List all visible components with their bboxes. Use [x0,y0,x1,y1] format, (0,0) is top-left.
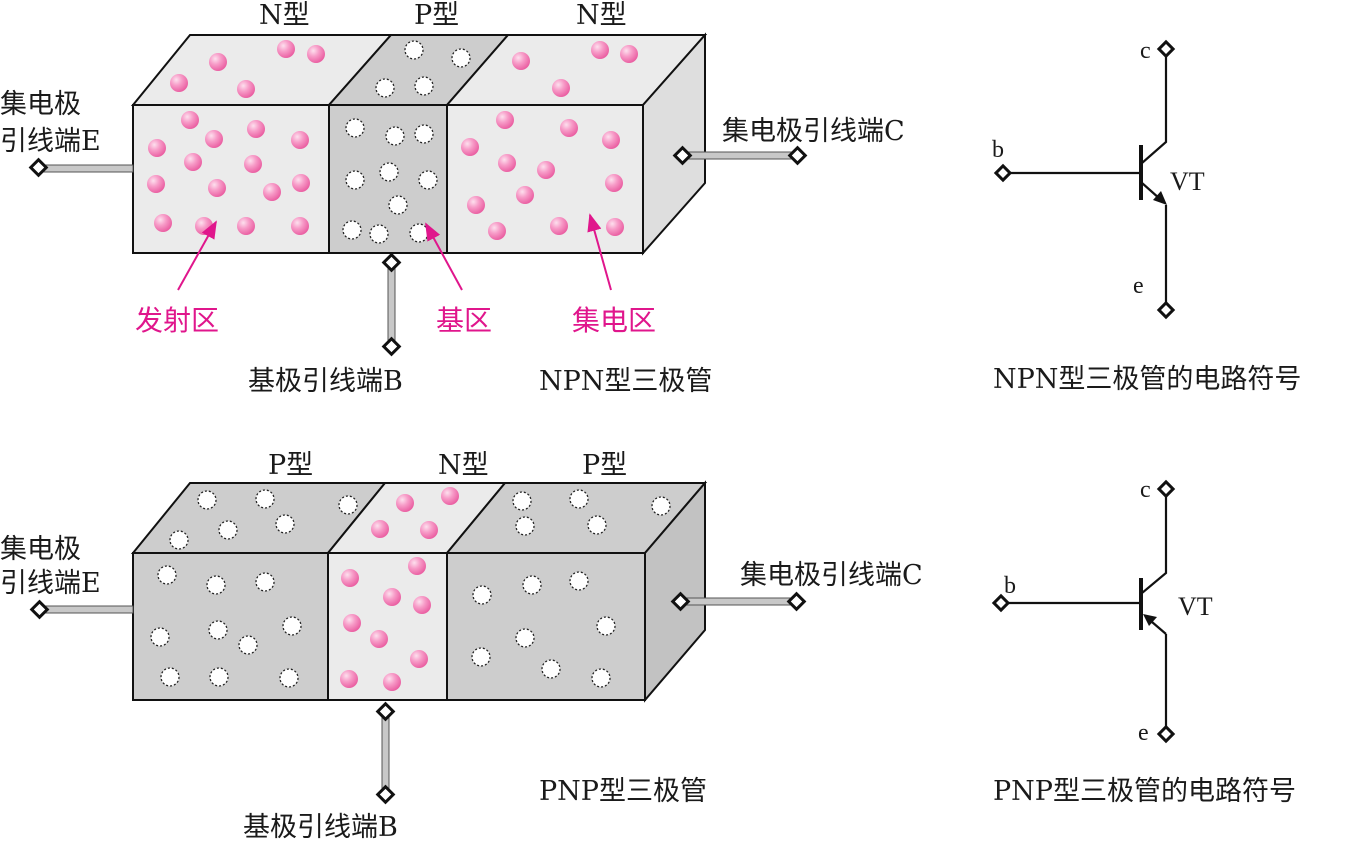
pnp-base-lead-wire [381,714,390,796]
npn-region-label-2: P型 [414,0,459,31]
npn-emitter-lead-label-line1: 集电极 [0,89,81,120]
pnp-collector-terminal-icon [786,591,807,612]
pnp-symbol-e-terminal-icon [1156,724,1176,744]
npn-region-label-1: N型 [259,0,310,31]
pnp-region-label-2: N型 [438,450,489,481]
npn-symbol-designator: VT [1170,167,1205,196]
npn-symbol-c-terminal-icon [1156,39,1176,59]
npn-base-lead-wire [387,261,396,347]
npn-symbol-b-terminal-icon [993,163,1013,183]
npn-collector-terminal-inner-icon [672,145,693,166]
npn-symbol-pin-e: e [1133,273,1144,299]
npn-emitter-annotation: 发射区 [135,304,219,337]
pnp-region-label-1: P型 [268,450,313,481]
pnp-region-label-3: P型 [582,450,627,481]
npn-block: N型 P型 N型 集电极 引线端E 集电极引线端C 基极引线端B NPN型三极管… [0,0,905,397]
npn-base-arrow [425,222,463,291]
npn-collector-lead-label: 集电极引线端C [722,116,905,147]
pnp-base-terminal-inner-icon [375,701,396,722]
npn-collector-terminal-icon [787,145,808,166]
pnp-collector-lead-wire [679,597,798,606]
npn-emitter-lead-wire [39,164,134,173]
pnp-block: P型 N型 P型 集电极 引线端E 集电极引线端C 基极引线端B PNP型三极管 [0,450,923,843]
pnp-emitter-lead-wire [39,605,134,614]
pnp-caption: PNP型三极管 [539,776,707,807]
npn-emitter-terminal-icon [28,157,49,178]
npn-emitter-arrow [177,220,217,291]
pnp-collector-lead-label: 集电极引线端C [740,560,923,591]
pnp-emitter-terminal-icon [29,599,50,620]
npn-base-terminal-icon [381,336,402,357]
pnp-emitter-lead-label-line2: 引线端E [0,568,101,599]
npn-base-terminal-inner-icon [381,252,402,273]
pnp-base-terminal-icon [375,784,396,805]
npn-symbol-pin-b: b [992,137,1004,163]
npn-symbol-emitter-arrow-icon [1153,191,1167,205]
pnp-symbol-emitter-arrow-icon [1143,614,1157,626]
pnp-symbol-pin-b: b [1004,573,1016,599]
pnp-symbol-pin-c: c [1140,477,1151,503]
pnp-symbol-pin-e: e [1138,720,1149,746]
pnp-emitter-lead-label-line1: 集电极 [0,534,81,565]
pnp-holes [150,489,671,688]
npn-symbol-pin-c: c [1140,38,1151,64]
npn-base-lead-label: 基极引线端B [248,366,403,397]
npn-electrons [147,40,638,240]
npn-holes [342,40,471,244]
npn-caption: NPN型三极管 [539,366,712,397]
pnp-symbol-caption: PNP型三极管的电路符号 [993,776,1296,807]
npn-symbol-e-terminal-icon [1156,300,1176,320]
pnp-circuit-symbol: c b e VT PNP型三极管的电路符号 [991,477,1296,807]
npn-side-face [642,32,706,256]
npn-region-label-3: N型 [576,0,627,31]
npn-emitter-lead-label-line2: 引线端E [0,126,101,157]
pnp-electrons [340,487,459,691]
pnp-symbol-b-terminal-icon [991,593,1011,613]
npn-circuit-symbol: c b e VT NPN型三极管的电路符号 [992,38,1301,395]
pnp-symbol-designator: VT [1178,592,1213,621]
npn-base-annotation: 基区 [436,304,492,337]
npn-collector-lead-wire [682,151,798,160]
npn-collector-arrow [587,213,612,291]
pnp-collector-terminal-inner-icon [670,591,691,612]
pnp-side-face [644,480,706,703]
pnp-symbol-c-terminal-icon [1156,479,1176,499]
pnp-base-lead-label: 基极引线端B [243,812,398,843]
npn-collector-annotation: 集电区 [572,304,656,337]
npn-symbol-caption: NPN型三极管的电路符号 [993,364,1301,395]
